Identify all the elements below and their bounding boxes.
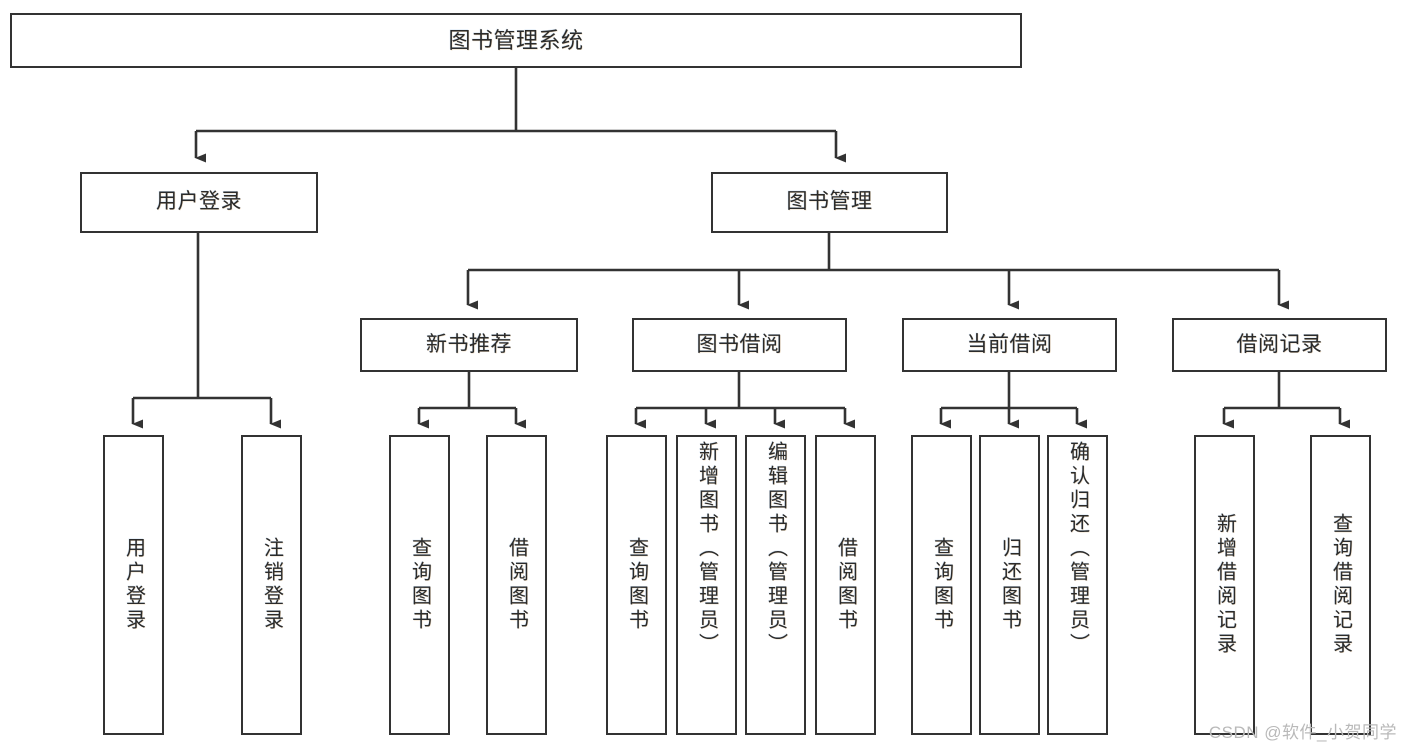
leaf-borrow-book-recommend[interactable]: 借阅图书 [486,435,547,735]
node-label: 查询图书 [408,537,431,633]
node-label: 借阅记录 [1236,332,1323,356]
leaf-borrow-book[interactable]: 借阅图书 [815,435,876,735]
leaf-query-book-recommend[interactable]: 查询图书 [389,435,450,735]
node-label: 图书借阅 [696,332,783,356]
leaf-logout[interactable]: 注销登录 [241,435,302,735]
node-user-login[interactable]: 用户登录 [80,172,318,233]
node-label: 归还图书 [998,537,1021,633]
node-label: 确认归还（管理员） [1066,441,1089,657]
node-book-management[interactable]: 图书管理 [711,172,948,233]
node-book-borrow[interactable]: 图书借阅 [632,318,847,372]
node-label: 用户登录 [122,537,145,633]
node-label: 图书管理系统 [448,27,584,53]
node-label: 借阅图书 [505,537,528,633]
node-label: 注销登录 [260,537,283,633]
node-label: 新增图书（管理员） [695,441,718,657]
node-label: 图书管理 [786,190,873,214]
node-label: 用户登录 [156,190,242,214]
leaf-return-book[interactable]: 归还图书 [979,435,1040,735]
leaf-add-book-admin[interactable]: 新增图书（管理员） [676,435,737,735]
leaf-query-book-current[interactable]: 查询图书 [911,435,972,735]
node-borrow-record[interactable]: 借阅记录 [1172,318,1387,372]
watermark: CSDN @软件_小贺同学 [1208,723,1397,742]
leaf-user-login[interactable]: 用户登录 [103,435,164,735]
node-label: 借阅图书 [834,537,857,633]
node-label: 新增借阅记录 [1213,513,1236,657]
node-label: 编辑图书（管理员） [764,441,787,657]
node-new-book-recommend[interactable]: 新书推荐 [360,318,578,372]
leaf-edit-book-admin[interactable]: 编辑图书（管理员） [745,435,806,735]
leaf-add-borrow-record[interactable]: 新增借阅记录 [1194,435,1255,735]
node-label: 新书推荐 [426,332,512,356]
node-label: 查询图书 [930,537,953,633]
node-label: 查询借阅记录 [1329,513,1352,657]
node-label: 查询图书 [625,537,648,633]
node-label: 当前借阅 [966,332,1053,356]
node-current-borrow[interactable]: 当前借阅 [902,318,1117,372]
leaf-confirm-return-admin[interactable]: 确认归还（管理员） [1047,435,1108,735]
leaf-query-book-borrow[interactable]: 查询图书 [606,435,667,735]
leaf-query-borrow-record[interactable]: 查询借阅记录 [1310,435,1371,735]
node-root-system[interactable]: 图书管理系统 [10,13,1022,68]
